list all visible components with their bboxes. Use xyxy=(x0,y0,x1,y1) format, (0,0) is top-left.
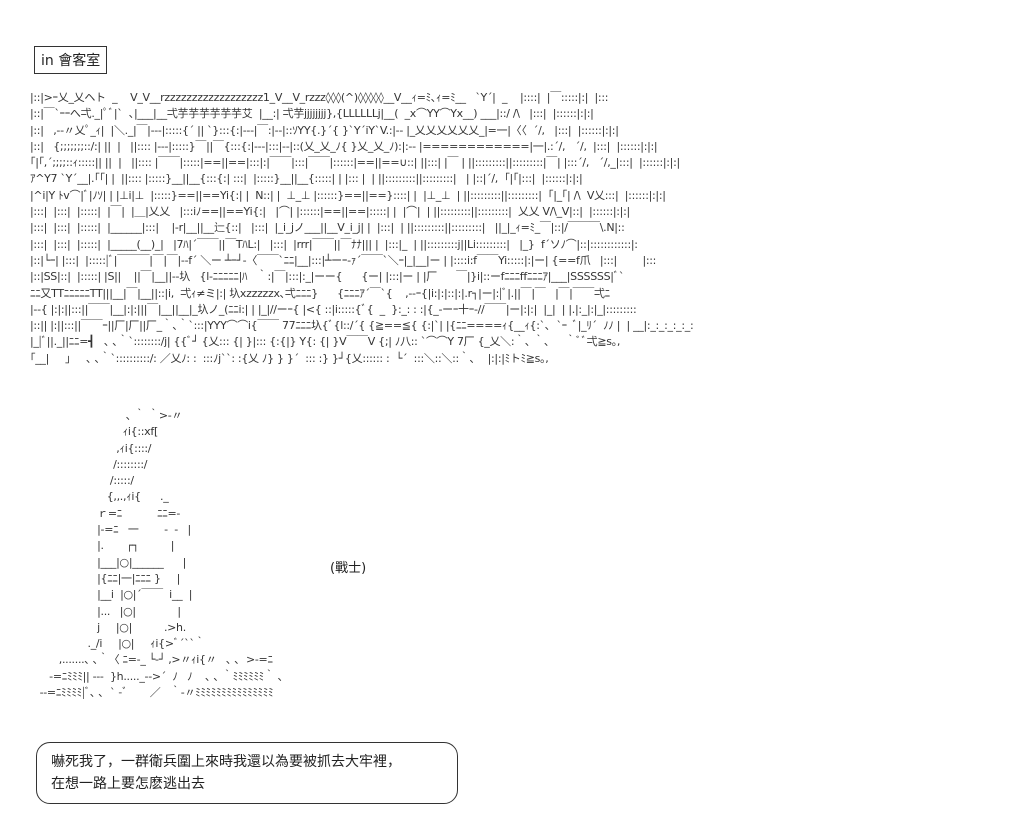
art-line: j |○| .>h. xyxy=(30,620,186,634)
art-line: |::|SS|::| |:::::| |S|| ||￣|__||--圦 {l-ﾆ… xyxy=(30,270,625,284)
art-line: |:::| |:::| |:::::| |______|:::| |-r|__|… xyxy=(30,221,625,235)
art-line: |-=ﾆ 一 - - | xyxy=(30,523,191,537)
art-line: ,ｨi{::::/ xyxy=(30,441,152,455)
location-label: in 會客室 xyxy=(34,46,108,74)
art-line: |::|└ｰ| |:::| |:::::|ﾞ|￣￣￣|￣|￣|--f´ ＼ー ┴… xyxy=(30,253,657,267)
art-line: |::|￣`ｰｰへ弌._|ﾟﾞ|` ､|___|__弌芋芋芋芋芋芋艾 |__:|… xyxy=(30,107,594,121)
art-line: |:::| |:::| |:::::| |_____(__)_| |7ﾊ|´￣￣… xyxy=(30,237,638,251)
art-line: |::| {;;;;;;;::/:| || | ||:::: |---|::::… xyxy=(30,139,658,153)
art-line: ._/i |○| ｨi{>ﾞ´``｀ xyxy=(30,637,206,651)
art-line: |::|>ｰ乂_乂ヘト _ V_V__rzzzzzzzzzzzzzzzzzz1_… xyxy=(30,91,609,104)
art-line: |___|○|______ | xyxy=(30,555,187,569)
character-caption: (戰士) xyxy=(330,561,367,576)
art-line: ｒ=ﾆ ﾆﾆ=- xyxy=(30,506,181,520)
art-line: |:::| |:::| |:::::| |￣| |＿|乂乂 |:::iﾉ==||… xyxy=(30,205,630,219)
dialogue-line-2: 在想一路上要怎麽逃出去 xyxy=(51,776,205,792)
art-line: /:::::/ xyxy=(30,474,134,488)
art-line: /::::::::/ xyxy=(30,457,148,471)
art-line: ｱ^Y7 `Y´__|.｢｢| | ||:::: |:::::}__||__{:… xyxy=(30,172,583,186)
art-line: ｢__| ｣ ､ ､｀`::::::::::/: ／乂ﾉ: : :::ﾉj``:… xyxy=(30,351,549,365)
art-line: |_|ﾞ||._||ﾆﾆ=┫ ､ ､｀`::::::::/j| {{ﾞ┘ {乂:… xyxy=(30,335,621,349)
art-line: |__i |○|´￣￣ i__ | xyxy=(30,588,193,602)
art-line: |. ┌┐ | xyxy=(30,539,175,553)
art-line: -=ﾆﾐﾐﾐ|| --- }h....._-->´ ﾉ ﾉ ､ ､ ｀ﾐﾐﾐﾐﾐ… xyxy=(30,669,283,683)
art-line: |{ﾆﾆ|一|ﾆﾆﾆ } | xyxy=(30,571,181,585)
speech-bubble: 嚇死我了，一群衛兵圍上來時我還以為要被抓去大牢裡， 在想一路上要怎麽逃出去 xyxy=(36,742,458,804)
art-line: ﾆﾆ又TTﾆﾆﾆﾆﾆTT|||__|￣|__||::|i, 弌ｨ≠ミ|:| 圦x… xyxy=(30,286,610,300)
background-ascii-art: |::|>ｰ乂_乂ヘト _ V_V__rzzzzzzzzzzzzzzzzzz1_… xyxy=(30,90,694,367)
dialogue-line-1: 嚇死我了，一群衛兵圍上來時我還以為要被抓去大牢裡， xyxy=(51,754,401,770)
art-line: ,.......､ ､｀〈 ﾆ=-_ └-┘ ,>〃ｨi{〃 ､ ､ >-=ﾆ xyxy=(30,653,273,667)
art-line: |--{ |:|:||:::||￣￣|__|:|:|||￣|__||__|_圦ノ… xyxy=(30,302,637,316)
art-line: ｨi{::xf[ xyxy=(30,425,159,439)
character-ascii-art: ､ ｀ ｀>-〃 ｨi{::xf[ ,ｨi{::::/ /::::::::/ /… xyxy=(30,408,284,701)
art-line: ､ ｀ ｀>-〃 xyxy=(30,409,183,422)
art-line: ｢|｢,´;;;;::ｨ:::::|| || | ||:::: |￣￣|::::… xyxy=(30,156,680,170)
art-line: |::| ,--〃乂ﾟ_ｨ| |＼._|￣|---|:::::{´ || `}:… xyxy=(30,123,619,137)
art-line: |... |○| | xyxy=(30,604,181,618)
art-line: --=ﾆﾐﾐﾐﾐ|ﾞ､ ､ ` -ﾞ ／ ｀-〃ﾐﾐﾐﾐﾐﾐﾐﾐﾐﾐﾐﾐﾐﾐﾐ xyxy=(30,686,274,700)
art-line: |::|| |:||:::||￣￣ｰ||厂|厂||厂_｀､｀`:::|YYY⌒⌒… xyxy=(30,319,694,333)
art-line: {,,.,ｨi{ ._ xyxy=(30,490,169,504)
art-line: |^i|Y ﾄv⌒|ﾞ|ﾉｿ| | |⊥i|⊥ |:::::}==||==Yi{… xyxy=(30,188,666,202)
